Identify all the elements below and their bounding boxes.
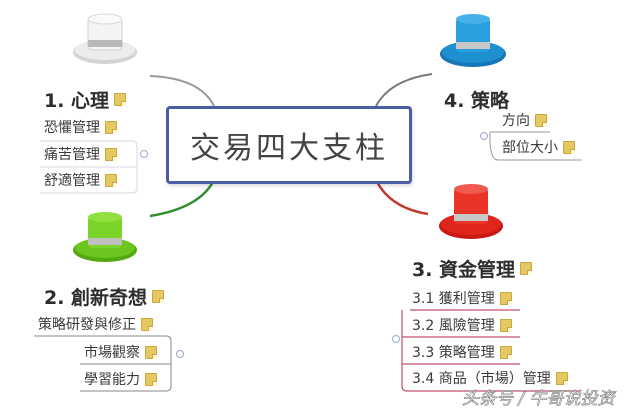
note-icon[interactable] [499,291,512,305]
subtopic-label: 市場觀察 [84,345,140,361]
note-icon[interactable] [535,113,547,127]
central-topic[interactable]: 交易四大支柱 [166,106,412,184]
topic-label: 2. 創新奇想 [44,287,148,309]
subtopic-1-2[interactable]: 痛苦管理 [44,142,117,166]
collapse-toggle-branch-4[interactable] [480,132,488,140]
note-icon[interactable] [105,120,117,134]
topic-label: 3. 資金管理 [412,259,516,281]
watermark: 头条号 / 牛哥说投资 [462,389,615,410]
subtopic-3-2[interactable]: 3.2 風險管理 [412,313,512,337]
topic-label: 1. 心理 [44,90,110,112]
subtopic-label: 3.2 風險管理 [412,318,495,334]
note-icon[interactable] [152,290,165,303]
note-icon[interactable] [105,173,117,187]
note-icon[interactable] [563,140,575,154]
subtopic-label: 舒適管理 [44,173,100,189]
subtopic-label: 學習能力 [84,372,140,388]
blue-hat-icon [440,14,506,67]
subtopic-label: 3.3 策略管理 [412,345,495,361]
subtopic-1-1[interactable]: 恐懼管理 [44,115,117,139]
collapse-toggle-branch-2[interactable] [176,350,184,358]
subtopic-2-1[interactable]: 策略研發與修正 [38,312,153,336]
note-icon[interactable] [499,318,512,332]
subtopic-4-1[interactable]: 方向 [502,108,547,132]
subtopic-4-2[interactable]: 部位大小 [502,135,575,159]
subtopic-label: 痛苦管理 [44,147,100,163]
subtopic-label: 部位大小 [502,140,558,156]
note-icon[interactable] [520,262,533,275]
subtopic-label: 3.1 獲利管理 [412,291,495,307]
collapse-toggle-branch-3[interactable] [392,335,400,343]
subtopic-label: 3.4 商品（市場）管理 [412,371,551,387]
subtopic-label: 策略研發與修正 [38,317,136,333]
note-icon[interactable] [145,345,157,359]
topic-branch-4[interactable]: 4. 策略 [444,86,509,113]
subtopic-label: 方向 [502,113,530,129]
note-icon[interactable] [145,372,157,386]
topic-branch-2[interactable]: 2. 創新奇想 [44,283,165,310]
subtopic-3-1[interactable]: 3.1 獲利管理 [412,286,512,310]
central-topic-label: 交易四大支柱 [190,131,388,166]
subtopic-3-3[interactable]: 3.3 策略管理 [412,340,512,364]
note-icon[interactable] [141,317,153,331]
subtopic-3-4[interactable]: 3.4 商品（市場）管理 [412,366,568,390]
topic-label: 4. 策略 [444,90,510,112]
subtopic-1-3[interactable]: 舒適管理 [44,168,117,192]
note-icon[interactable] [499,345,512,359]
topic-branch-1[interactable]: 1. 心理 [44,86,127,113]
subtopic-label: 恐懼管理 [44,120,100,136]
green-hat-icon [73,212,137,262]
topic-branch-3[interactable]: 3. 資金管理 [412,255,533,282]
subtopic-2-3[interactable]: 學習能力 [84,367,157,391]
note-icon[interactable] [105,147,117,161]
note-icon[interactable] [114,93,127,106]
collapse-toggle-branch-1[interactable] [140,150,148,158]
red-hat-icon [439,184,503,239]
subtopic-2-2[interactable]: 市場觀察 [84,340,157,364]
note-icon[interactable] [555,371,568,385]
white-hat-icon [73,13,137,64]
